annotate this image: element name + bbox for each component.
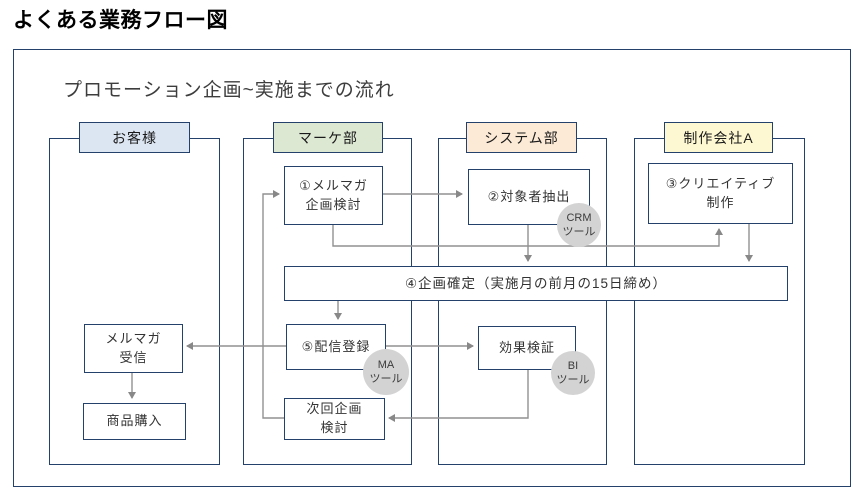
diagram-frame: プロモーション企画~実施までの流れ <box>13 49 851 487</box>
lane-header-production-company: 制作会社A <box>664 122 773 153</box>
page-title: よくある業務フロー図 <box>13 9 228 32</box>
node-next-plan-review: 次回企画 検討 <box>284 398 385 440</box>
diagram-subtitle: プロモーション企画~実施までの流れ <box>63 80 395 101</box>
lane-header-label: 制作会社A <box>683 129 754 146</box>
lane-header-customer: お客様 <box>79 122 190 153</box>
lane-header-label: お客様 <box>112 129 157 146</box>
lane-header-label: マーケ部 <box>298 129 358 146</box>
node-product-purchase: 商品購入 <box>83 403 186 440</box>
lane-header-system: システム部 <box>466 122 577 153</box>
lane-header-marketing: マーケ部 <box>273 122 383 153</box>
crm-tool-badge: CRM ツール <box>557 203 601 247</box>
ma-tool-badge: MA ツール <box>363 349 409 395</box>
node-step3-creative-production: ③クリエイティブ 制作 <box>648 163 793 224</box>
node-step4-plan-confirmation: ④企画確定（実施月の前月の15日締め） <box>284 266 788 301</box>
node-step1-mailmag-planning: ①メルマガ 企画検討 <box>284 166 383 225</box>
bi-tool-badge: BI ツール <box>551 351 595 395</box>
lane-header-label: システム部 <box>484 129 559 146</box>
node-mailmag-receive: メルマガ 受信 <box>84 324 183 373</box>
